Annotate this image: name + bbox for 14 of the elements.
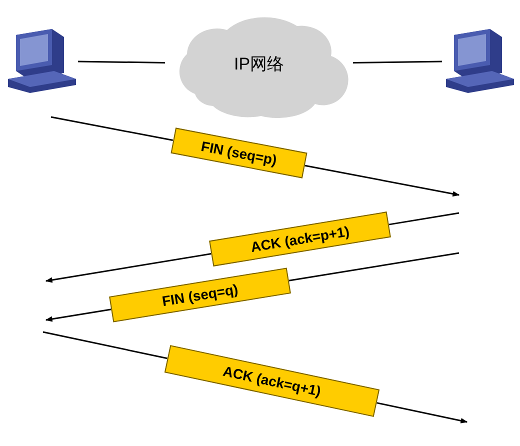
arrow xyxy=(45,308,112,322)
arrow xyxy=(45,253,212,283)
connector-line xyxy=(42,331,168,360)
connector-line xyxy=(388,212,460,226)
connector-line xyxy=(352,60,442,64)
arrow xyxy=(304,164,460,197)
connector-line xyxy=(78,60,166,64)
message-label: ACK (ack=p+1) xyxy=(250,223,350,256)
connector-line xyxy=(50,116,174,142)
network-label: IP网络 xyxy=(232,54,286,76)
arrow xyxy=(376,402,468,424)
message-label: FIN (seq=q) xyxy=(160,280,240,310)
connector-line xyxy=(288,252,460,282)
message-label: FIN (seq=p) xyxy=(200,138,278,168)
